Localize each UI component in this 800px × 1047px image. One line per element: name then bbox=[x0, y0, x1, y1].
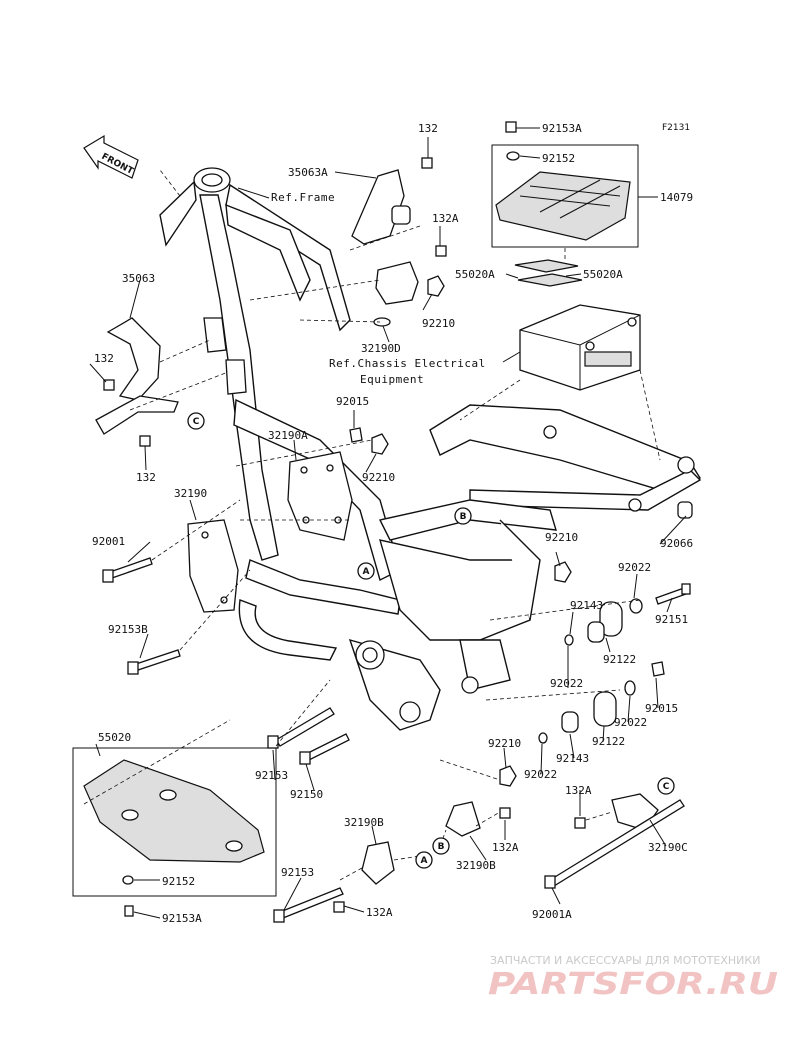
frame-drawing bbox=[159, 167, 702, 731]
part-label: 32190A bbox=[268, 429, 308, 442]
callout-circle-a: A bbox=[357, 562, 375, 580]
callout-a-label: A bbox=[363, 567, 370, 577]
part-label: 92143 bbox=[570, 599, 603, 612]
part-label: 92210 bbox=[545, 531, 578, 544]
part-label: 92022 bbox=[618, 561, 651, 574]
part-label: 32190D bbox=[361, 342, 401, 355]
part-label: 92152 bbox=[542, 152, 575, 165]
part-label: 132A bbox=[432, 212, 459, 225]
part-label: 92210 bbox=[488, 737, 521, 750]
bracket-drawings bbox=[95, 169, 659, 885]
part-label: 55020A bbox=[455, 268, 495, 281]
part-label: 92152 bbox=[162, 875, 195, 888]
callout-c-label: C bbox=[193, 417, 200, 427]
part-label: 14079 bbox=[660, 191, 693, 204]
part-label: 92066 bbox=[660, 537, 693, 550]
part-label: 92153 bbox=[281, 866, 314, 879]
callout-a-label-2: A bbox=[421, 856, 428, 866]
part-label: 132 bbox=[418, 122, 438, 135]
callout-b-label-2: B bbox=[438, 842, 445, 852]
leader-lines bbox=[89, 127, 687, 919]
callout-circle-b: B bbox=[454, 507, 472, 525]
part-label: 92022 bbox=[614, 716, 647, 729]
part-label: 132 bbox=[136, 471, 156, 484]
callout-circle-c: C bbox=[187, 412, 205, 430]
part-label: 92015 bbox=[645, 702, 678, 715]
callout-circle-b-2: B bbox=[432, 837, 450, 855]
ref-frame-label: Ref.Frame bbox=[271, 191, 335, 204]
skid-plate-drawing bbox=[72, 747, 277, 917]
assembly-lines bbox=[83, 169, 661, 881]
watermark-brand: PARTSFOR.RU bbox=[488, 967, 778, 1002]
part-label: 132A bbox=[565, 784, 592, 797]
spacer-drawings bbox=[538, 501, 693, 744]
part-label: 55020 bbox=[98, 731, 131, 744]
part-label: 92022 bbox=[550, 677, 583, 690]
part-label: 92153 bbox=[255, 769, 288, 782]
callout-circle-a-2: A bbox=[415, 851, 433, 869]
part-label: 92210 bbox=[422, 317, 455, 330]
part-label: 92122 bbox=[592, 735, 625, 748]
callout-c-label-2: C bbox=[663, 782, 670, 792]
callout-b-label: B bbox=[460, 512, 467, 522]
part-label: 92153B bbox=[108, 623, 148, 636]
part-label: 132A bbox=[492, 841, 519, 854]
part-label: 32190B bbox=[456, 859, 496, 872]
part-label: 92015 bbox=[336, 395, 369, 408]
front-arrow-icon: FRONT bbox=[83, 134, 139, 179]
part-label: 35063A bbox=[288, 166, 328, 179]
callout-circle-c-2: C bbox=[657, 777, 675, 795]
part-label: 92001A bbox=[532, 908, 572, 921]
part-label: 92022 bbox=[524, 768, 557, 781]
part-label: 132A bbox=[366, 906, 393, 919]
watermark-tagline: ЗАПЧАСТИ И АКСЕССУАРЫ ДЛЯ МОТОТЕХНИКИ bbox=[490, 954, 760, 967]
part-label: 32190 bbox=[174, 487, 207, 500]
part-label: 55020A bbox=[583, 268, 623, 281]
part-label: 92151 bbox=[655, 613, 688, 626]
ref-chassis-label-line1: Ref.Chassis Electrical bbox=[329, 357, 486, 370]
part-label: 92210 bbox=[362, 471, 395, 484]
diagram-code: F2131 bbox=[662, 123, 690, 133]
ref-chassis-label-line2: Equipment bbox=[360, 373, 424, 386]
part-label: 92153A bbox=[162, 912, 202, 925]
part-label: 32190B bbox=[344, 816, 384, 829]
part-label: 92122 bbox=[603, 653, 636, 666]
part-label: 92143 bbox=[556, 752, 589, 765]
part-label: 92153A bbox=[542, 122, 582, 135]
part-label: 92001 bbox=[92, 535, 125, 548]
part-label: 92150 bbox=[290, 788, 323, 801]
part-label: 132 bbox=[94, 352, 114, 365]
part-label: 32190C bbox=[648, 841, 688, 854]
part-label: 35063 bbox=[122, 272, 155, 285]
